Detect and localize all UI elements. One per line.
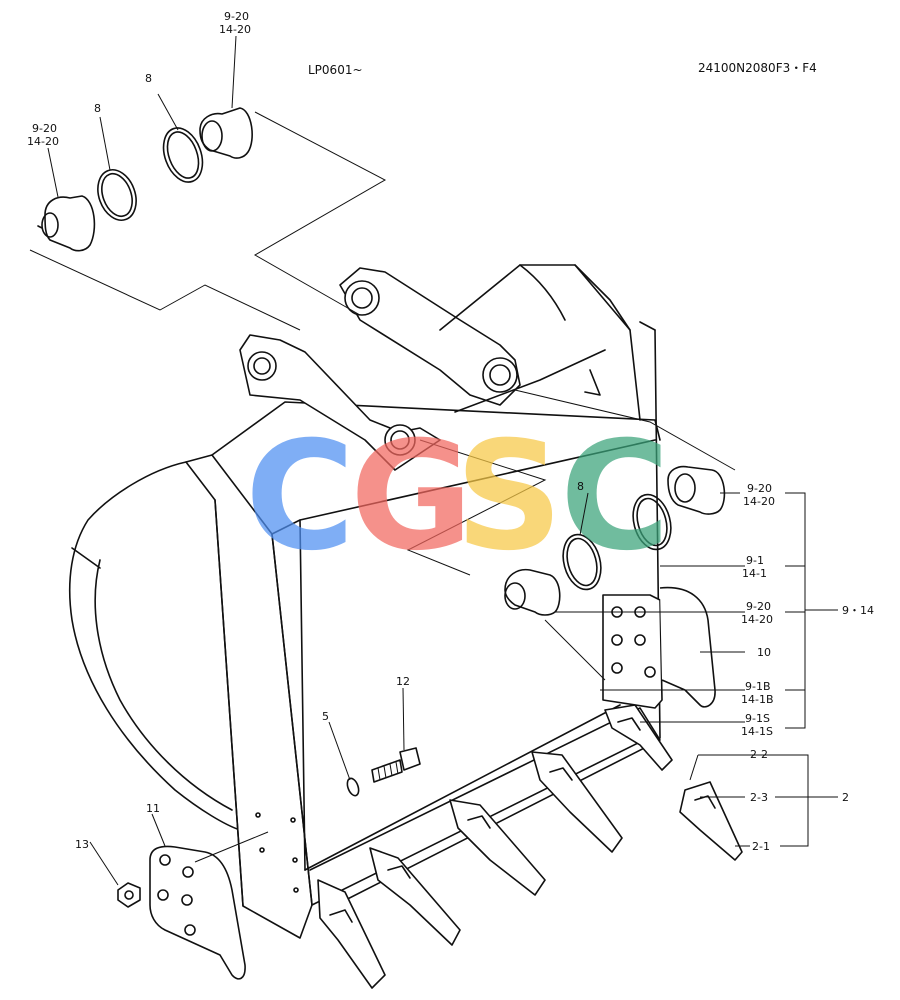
- callout-tooth-sub-bottom: 2-1: [752, 840, 770, 853]
- top-bushing-upper: [199, 107, 253, 159]
- callout-group-total: 9・14: [842, 604, 874, 617]
- top-bushing-left: [37, 195, 96, 252]
- callout-right-ring: 8: [577, 480, 584, 493]
- bucket-teeth: [317, 704, 673, 989]
- callout-bolt: 12: [396, 675, 410, 688]
- washer: [346, 777, 360, 797]
- watermark: C G S C: [245, 410, 670, 584]
- callout-cutting-edge-2: 14-1B: [741, 693, 774, 706]
- callout-side-plate-1: 9-1: [746, 554, 764, 567]
- right-ring-2: [562, 533, 602, 591]
- callout-center-bushing-2: 14-20: [741, 613, 773, 626]
- callout-side-plate-2: 14-1: [742, 567, 767, 580]
- top-ring-upper: [162, 127, 204, 183]
- callout-right-bushing-1: 9-20: [747, 482, 772, 495]
- replacement-tooth: [679, 781, 743, 861]
- callout-top-bushing-upper-1: 9-20: [224, 10, 249, 23]
- callout-top-bushing-left-1: 9-20: [32, 122, 57, 135]
- callout-top-ring-upper: 8: [145, 72, 152, 85]
- callout-washer: 5: [322, 710, 329, 723]
- watermark-letter-2: G: [350, 410, 473, 584]
- callout-right-bushing-2: 14-20: [743, 495, 775, 508]
- watermark-letter-1: C: [245, 410, 355, 584]
- nut: [117, 882, 141, 908]
- serial-range-label: LP0601~: [308, 63, 363, 77]
- callout-tooth-sub-top: 2-2: [750, 748, 768, 761]
- part-number-label: 24100N2080F3・F4: [698, 61, 817, 75]
- callout-tooth-sub-mid: 2-3: [750, 791, 768, 804]
- bucket-body: [68, 264, 661, 939]
- right-ring-1: [632, 493, 672, 551]
- callout-side-cutter-right: 10: [757, 646, 771, 659]
- bolt: [371, 747, 421, 783]
- callout-nut: 13: [75, 838, 89, 851]
- callout-shank-1: 9-1S: [745, 712, 770, 725]
- callout-cutting-edge-1: 9-1B: [745, 680, 771, 693]
- callout-top-ring-left: 8: [94, 102, 101, 115]
- callout-tooth-group: 2: [842, 791, 849, 804]
- callout-shank-2: 14-1S: [741, 725, 773, 738]
- callout-side-cutter-left: 11: [146, 802, 160, 815]
- watermark-letter-3: S: [455, 410, 563, 584]
- watermark-letter-4: C: [560, 410, 670, 584]
- callout-top-bushing-left-2: 14-20: [27, 135, 59, 148]
- callout-center-bushing-1: 9-20: [746, 600, 771, 613]
- callout-top-bushing-upper-2: 14-20: [219, 23, 251, 36]
- right-bushing: [667, 465, 726, 515]
- side-cutter-left: [149, 845, 246, 980]
- leader-lines: [47, 35, 838, 886]
- callouts: 9-20 14-20 8 8 9-20 14-20 8 9-20 14-20 9…: [27, 10, 874, 853]
- top-ring-left: [97, 169, 137, 221]
